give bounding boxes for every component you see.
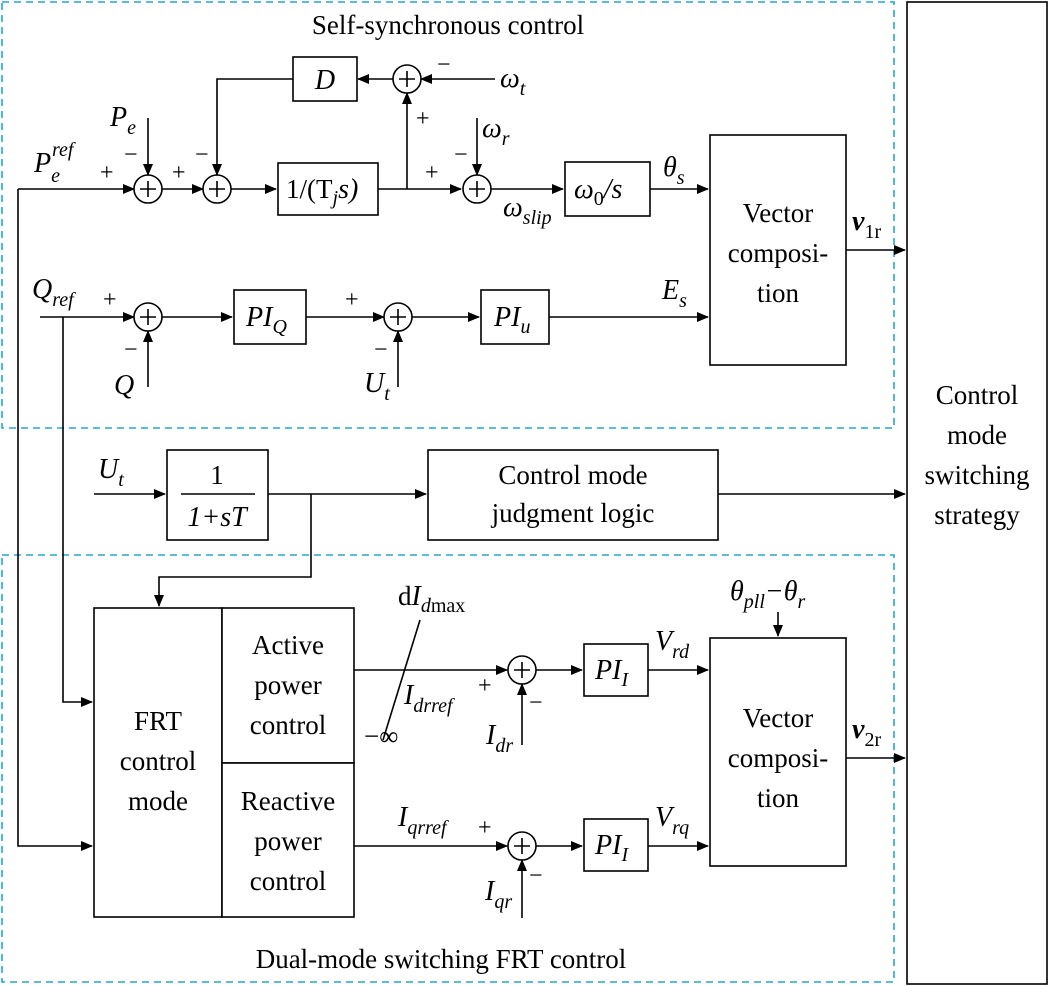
idrref-label: Idrref	[403, 680, 455, 717]
svg-text:Vector: Vector	[743, 703, 813, 733]
ut2-label: Ut	[98, 454, 124, 491]
es-label: Es	[661, 275, 687, 312]
svg-text:PII: PII	[594, 830, 629, 866]
svg-text:+: +	[416, 106, 430, 132]
svg-text:Control: Control	[936, 380, 1019, 410]
vector-composition-1: Vector composi- tion	[709, 134, 847, 366]
svg-text:tion: tion	[757, 278, 800, 308]
svg-text:1: 1	[210, 460, 224, 490]
svg-text:PIu: PIu	[493, 302, 530, 338]
svg-text:−: −	[529, 863, 543, 889]
pi-q-block: PIQ	[233, 289, 307, 345]
ut1-label: Ut	[364, 368, 390, 405]
pe-ref-label: Peref	[33, 139, 76, 187]
svg-text:Vector: Vector	[743, 198, 813, 228]
svg-text:+: +	[100, 160, 114, 186]
svg-text:−: −	[454, 142, 468, 168]
filter-block: 1 1+sT	[166, 449, 269, 541]
self-sync-title: Self-synchronous control	[312, 10, 584, 40]
svg-text:−: −	[124, 142, 138, 168]
svg-text:−: −	[374, 337, 388, 363]
svg-text:+: +	[425, 160, 439, 186]
omega-slip-label: ωslip	[503, 192, 552, 229]
svg-text:composi-: composi-	[728, 743, 829, 773]
q-label: Q	[114, 370, 134, 401]
frt-region	[1, 554, 895, 983]
damping-block: D	[292, 56, 358, 102]
svg-text:+: +	[103, 287, 117, 313]
svg-text:control: control	[250, 866, 326, 896]
omega-r-label: ωr	[482, 113, 510, 150]
did-max-label: dIdmax	[398, 581, 465, 617]
omega-t-label: ωt	[500, 63, 526, 100]
svg-text:PII: PII	[594, 655, 629, 691]
strategy-block: Control mode switching strategy	[906, 1, 1048, 985]
svg-text:Active: Active	[252, 630, 324, 660]
inertia-block: 1/(Tjs)	[277, 162, 379, 216]
svg-text:−: −	[124, 337, 138, 363]
integrator-block: ω0/s	[564, 161, 651, 217]
theta-s-label: θs	[663, 152, 685, 189]
svg-text:1+sT: 1+sT	[187, 502, 249, 533]
pi-u-block: PIu	[480, 289, 550, 345]
vector-composition-2: Vector composi- tion	[709, 637, 847, 867]
pi-i-block-2: PII	[583, 818, 649, 872]
q-ref-label: Qref	[32, 274, 76, 311]
svg-text:−: −	[437, 52, 451, 78]
pe-label: Pe	[109, 102, 136, 139]
svg-text:control: control	[120, 746, 196, 776]
vrd-label: Vrd	[655, 626, 690, 663]
svg-text:judgment logic: judgment logic	[491, 498, 655, 528]
svg-text:1/(Tjs): 1/(Tjs)	[286, 174, 358, 209]
svg-text:−: −	[529, 690, 543, 716]
svg-text:+: +	[478, 673, 492, 699]
svg-text:ω0/s: ω0/s	[574, 174, 623, 210]
limiter-slash	[382, 619, 421, 741]
v1r-label: v1r	[852, 206, 881, 243]
svg-text:+: +	[345, 287, 359, 313]
svg-text:+: +	[478, 815, 492, 841]
judgment-block: Control mode judgment logic	[427, 449, 719, 541]
svg-text:Reactive: Reactive	[241, 786, 335, 816]
vrq-label: Vrq	[655, 802, 689, 839]
active-power-block: Active power control	[221, 607, 355, 764]
svg-text:FRT: FRT	[134, 706, 182, 736]
frt-title: Dual-mode switching FRT control	[256, 944, 627, 974]
svg-text:tion: tion	[757, 783, 800, 813]
svg-text:switching: switching	[925, 460, 1030, 490]
svg-text:PIQ: PIQ	[245, 302, 287, 338]
minus-inf-label: −∞	[364, 721, 398, 751]
iqrref-label: Iqrref	[397, 802, 449, 839]
svg-text:power: power	[254, 826, 321, 856]
svg-text:composi-: composi-	[728, 238, 829, 268]
reactive-power-block: Reactive power control	[221, 762, 355, 918]
idr-label: Idr	[485, 720, 513, 757]
pi-i-block-1: PII	[583, 643, 649, 697]
svg-text:strategy: strategy	[934, 500, 1020, 530]
self-sync-region	[1, 1, 895, 429]
theta-pll-label: θpll−θr	[730, 576, 806, 613]
v2r-label: v2r	[852, 714, 881, 751]
svg-text:mode: mode	[947, 420, 1007, 450]
svg-text:control: control	[250, 710, 326, 740]
svg-text:mode: mode	[128, 786, 188, 816]
iqr-label: Iqr	[484, 876, 512, 913]
frt-mode-block: FRT control mode	[93, 607, 223, 918]
svg-text:+: +	[172, 160, 186, 186]
svg-text:D: D	[314, 65, 335, 96]
svg-text:power: power	[254, 670, 321, 700]
svg-text:Control mode: Control mode	[498, 460, 647, 490]
svg-text:−: −	[195, 142, 209, 168]
